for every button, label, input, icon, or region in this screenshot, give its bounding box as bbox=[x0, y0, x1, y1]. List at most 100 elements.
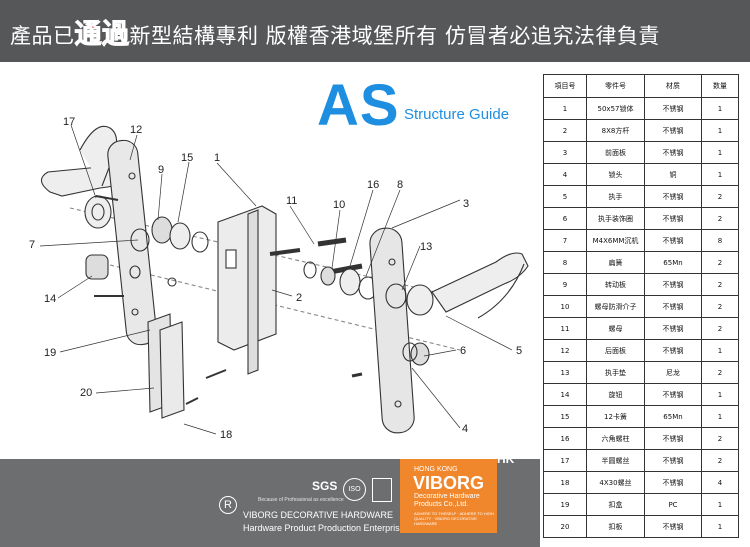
table-cell: 2 bbox=[701, 449, 739, 472]
table-cell: 15 bbox=[543, 405, 587, 428]
table-cell: 2 bbox=[543, 119, 587, 142]
table-cell: 扣盒 bbox=[586, 493, 645, 516]
logo-hong-kong: HONG KONG bbox=[414, 466, 458, 473]
callout-10: 10 bbox=[333, 199, 345, 211]
header-quantity: 数量 bbox=[701, 74, 739, 98]
table-cell: 1 bbox=[701, 97, 739, 120]
logo-hk: HK bbox=[497, 452, 515, 466]
callout-14: 14 bbox=[44, 293, 56, 305]
table-cell: 1 bbox=[701, 141, 739, 164]
table-cell: 螺母防滑介子 bbox=[586, 295, 645, 318]
table-cell: 17 bbox=[543, 449, 587, 472]
table-cell: 2 bbox=[701, 185, 739, 208]
table-cell: 50x57锁体 bbox=[586, 97, 645, 120]
table-cell: 19 bbox=[543, 493, 587, 516]
table-cell: 6 bbox=[543, 207, 587, 230]
callout-16: 16 bbox=[367, 179, 379, 191]
table-cell: 旋钮 bbox=[586, 383, 645, 406]
table-cell: 1 bbox=[701, 493, 739, 516]
top-banner: 產品已通過新型結構專利 版權香港域堡所有 仿冒者必追究法律負責 bbox=[0, 0, 750, 62]
table-cell: 65Mn bbox=[644, 405, 702, 428]
table-cell: PC bbox=[644, 493, 702, 516]
callout-12: 12 bbox=[130, 124, 142, 136]
table-cell: 转动板 bbox=[586, 273, 645, 296]
table-cell: 扁簧 bbox=[586, 251, 645, 274]
table-cell: 六角螺柱 bbox=[586, 427, 645, 450]
logo-slogan: ADHERE TO THESELF · ADHERE TO HIGH QUALI… bbox=[414, 511, 494, 526]
table-cell: 执手装饰圈 bbox=[586, 207, 645, 230]
structure-guide-subtitle: Structure Guide bbox=[404, 106, 510, 123]
table-cell: 4X30螺丝 bbox=[586, 471, 645, 494]
callout-18: 18 bbox=[220, 429, 232, 441]
table-cell: 执手 bbox=[586, 185, 645, 208]
table-cell: 2 bbox=[701, 251, 739, 274]
table-cell: 5 bbox=[543, 185, 587, 208]
table-cell: 1 bbox=[701, 383, 739, 406]
table-cell: 不锈钢 bbox=[644, 471, 702, 494]
table-cell: 3 bbox=[543, 141, 587, 164]
table-cell: 10 bbox=[543, 295, 587, 318]
callout-5: 5 bbox=[516, 345, 522, 357]
table-cell: 不锈钢 bbox=[644, 207, 702, 230]
table-cell: 尼龙 bbox=[644, 361, 702, 384]
table-cell: M4X6MM沉机 bbox=[586, 229, 645, 252]
table-cell: 扣板 bbox=[586, 515, 645, 538]
table-cell: 8 bbox=[701, 229, 739, 252]
callout-7: 7 bbox=[29, 239, 35, 251]
callout-17: 17 bbox=[63, 116, 75, 128]
table-cell: 2 bbox=[701, 317, 739, 340]
table-cell: 不锈钢 bbox=[644, 141, 702, 164]
callout-1: 1 bbox=[214, 152, 220, 164]
table-cell: 不锈钢 bbox=[644, 295, 702, 318]
table-cell: 执手垫 bbox=[586, 361, 645, 384]
table-cell: 1 bbox=[701, 405, 739, 428]
table-cell: 不锈钢 bbox=[644, 119, 702, 142]
table-cell: 不锈钢 bbox=[644, 383, 702, 406]
table-cell: 4 bbox=[701, 471, 739, 494]
table-cell: 12 bbox=[543, 339, 587, 362]
table-cell: 18 bbox=[543, 471, 587, 494]
header-item-no: 項目号 bbox=[543, 74, 587, 98]
table-cell: 1 bbox=[701, 339, 739, 362]
table-cell: 不锈钢 bbox=[644, 229, 702, 252]
logo-company: Decorative Hardware Products Co.,Ltd. bbox=[414, 493, 480, 508]
banner-highlight: 通過 bbox=[74, 19, 130, 51]
callout-9: 9 bbox=[158, 164, 164, 176]
parts-table-header: 項目号 零件号 材质 数量 bbox=[543, 74, 739, 98]
table-cell: 2 bbox=[701, 207, 739, 230]
callout-20: 20 bbox=[80, 387, 92, 399]
callout-19: 19 bbox=[44, 347, 56, 359]
table-cell: 1 bbox=[701, 515, 739, 538]
viborg-logo bbox=[400, 459, 497, 533]
table-cell: 16 bbox=[543, 427, 587, 450]
table-cell: 1 bbox=[701, 163, 739, 186]
iso-badge: ISO bbox=[343, 478, 366, 501]
header-part-name: 零件号 bbox=[586, 74, 645, 98]
callout-15: 15 bbox=[181, 152, 193, 164]
table-cell: 8 bbox=[543, 251, 587, 274]
table-cell: 4 bbox=[543, 163, 587, 186]
table-cell: 14 bbox=[543, 383, 587, 406]
table-cell: 9 bbox=[543, 273, 587, 296]
banner-text: 產品已通過新型結構專利 版權香港域堡所有 仿冒者必追究法律負責 bbox=[10, 19, 660, 51]
table-cell: 65Mn bbox=[644, 251, 702, 274]
table-cell: 2 bbox=[701, 427, 739, 450]
logo-brand: VIBORG bbox=[413, 473, 485, 493]
